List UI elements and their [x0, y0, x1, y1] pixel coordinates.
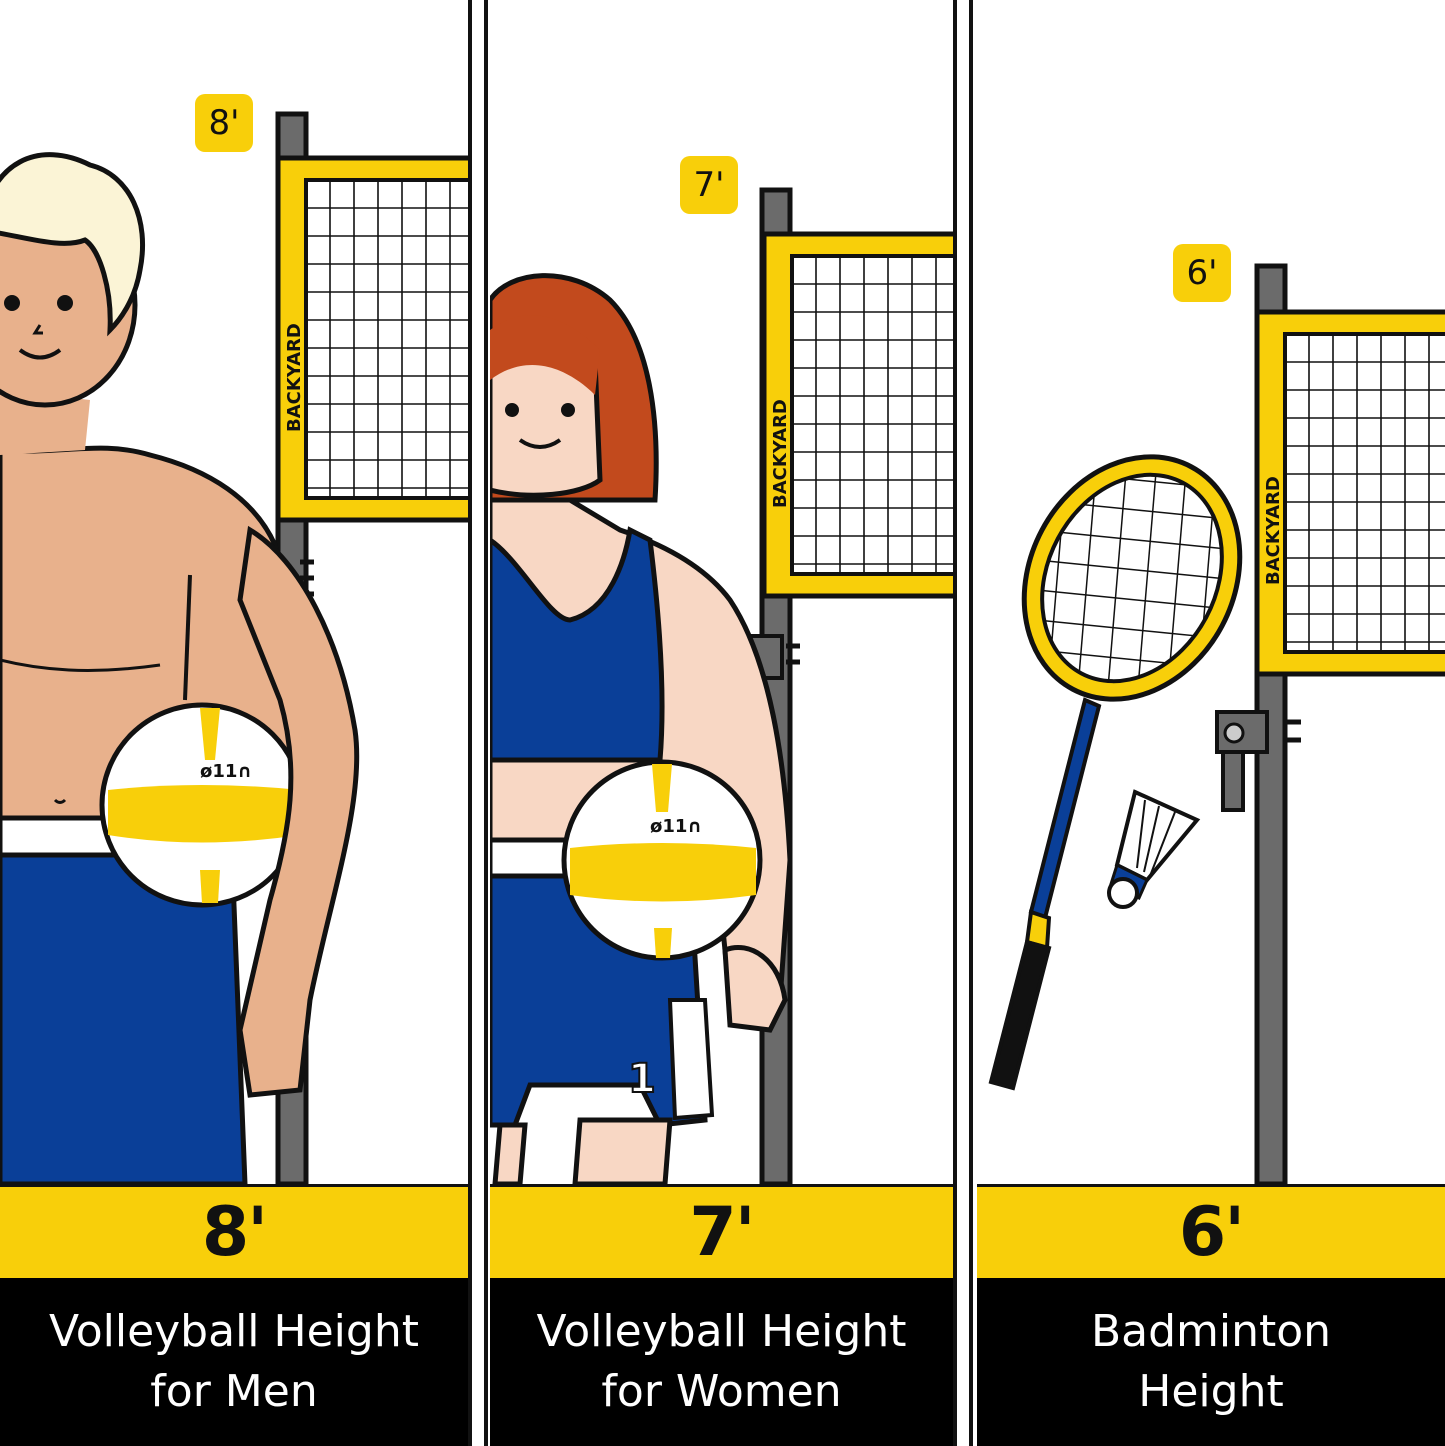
women-volleyball-illustration: BACKYARD 1 ø11∩ [490, 187, 953, 1184]
ball-logo: ø11∩ [200, 761, 252, 782]
height-label: 6' [1178, 1193, 1245, 1272]
panel-divider [468, 0, 472, 1446]
woman-top [490, 526, 665, 763]
height-bar: 6' [977, 1184, 1445, 1278]
man-arm [237, 525, 360, 1098]
height-label: 8' [201, 1193, 268, 1272]
pole-height-tag: 6' [1173, 244, 1231, 302]
caption: Volleyball Height for Men [0, 1278, 468, 1446]
caption-line-1: Badminton [1090, 1306, 1332, 1357]
panel-volleyball-men: ø11∩ BACKYARD 8' 8' Volleyball Height fo… [0, 0, 468, 1446]
net-brand-text: BACKYARD [1263, 476, 1284, 585]
pole-height-tag: 8' [195, 94, 253, 152]
caption-line-2: Height [1138, 1366, 1284, 1417]
ball-logo: ø11∩ [650, 816, 702, 837]
net-mesh [1285, 334, 1445, 652]
volleyball: ø11∩ [99, 702, 305, 908]
panel-volleyball-women: BACKYARD 1 ø11∩ 7' 7' [490, 0, 953, 1446]
net-mesh [306, 180, 468, 498]
caption-line-1: Volleyball Height [536, 1306, 907, 1357]
men-volleyball-illustration: ø11∩ BACKYARD [0, 111, 468, 1184]
net-mesh [792, 256, 953, 574]
net-brand-text: BACKYARD [284, 323, 305, 432]
height-label: 7' [689, 1193, 755, 1272]
pole-height-tag-text: 6' [1186, 253, 1218, 293]
panel-divider [969, 0, 973, 1446]
pole-height-tag-text: 7' [693, 165, 725, 205]
panel-divider [484, 0, 488, 1446]
volleyball: ø11∩ [561, 759, 763, 961]
caption: Badminton Height [977, 1278, 1445, 1446]
height-bar: 8' [0, 1184, 468, 1278]
pole-height-tag: 7' [680, 156, 738, 214]
caption: Volleyball Height for Women [490, 1278, 953, 1446]
caption-line-1: Volleyball Height [49, 1306, 419, 1357]
badminton-racket [988, 454, 1243, 1091]
panel-divider [953, 0, 957, 1446]
badminton-illustration: BACKYARD [988, 263, 1445, 1184]
net-brand-text: BACKYARD [770, 399, 791, 508]
caption-line-2: for Men [150, 1366, 318, 1417]
pole-clamp-handle [1221, 750, 1245, 812]
height-bar: 7' [490, 1184, 953, 1278]
caption-line-2: for Women [601, 1366, 842, 1417]
jersey-number: 1 [628, 1056, 656, 1102]
shuttlecock [1107, 789, 1201, 909]
pole-height-tag-text: 8' [208, 103, 240, 143]
panel-badminton: BACKYARD 6' 6' Badminton Height [977, 0, 1445, 1446]
man-hair [0, 152, 146, 337]
